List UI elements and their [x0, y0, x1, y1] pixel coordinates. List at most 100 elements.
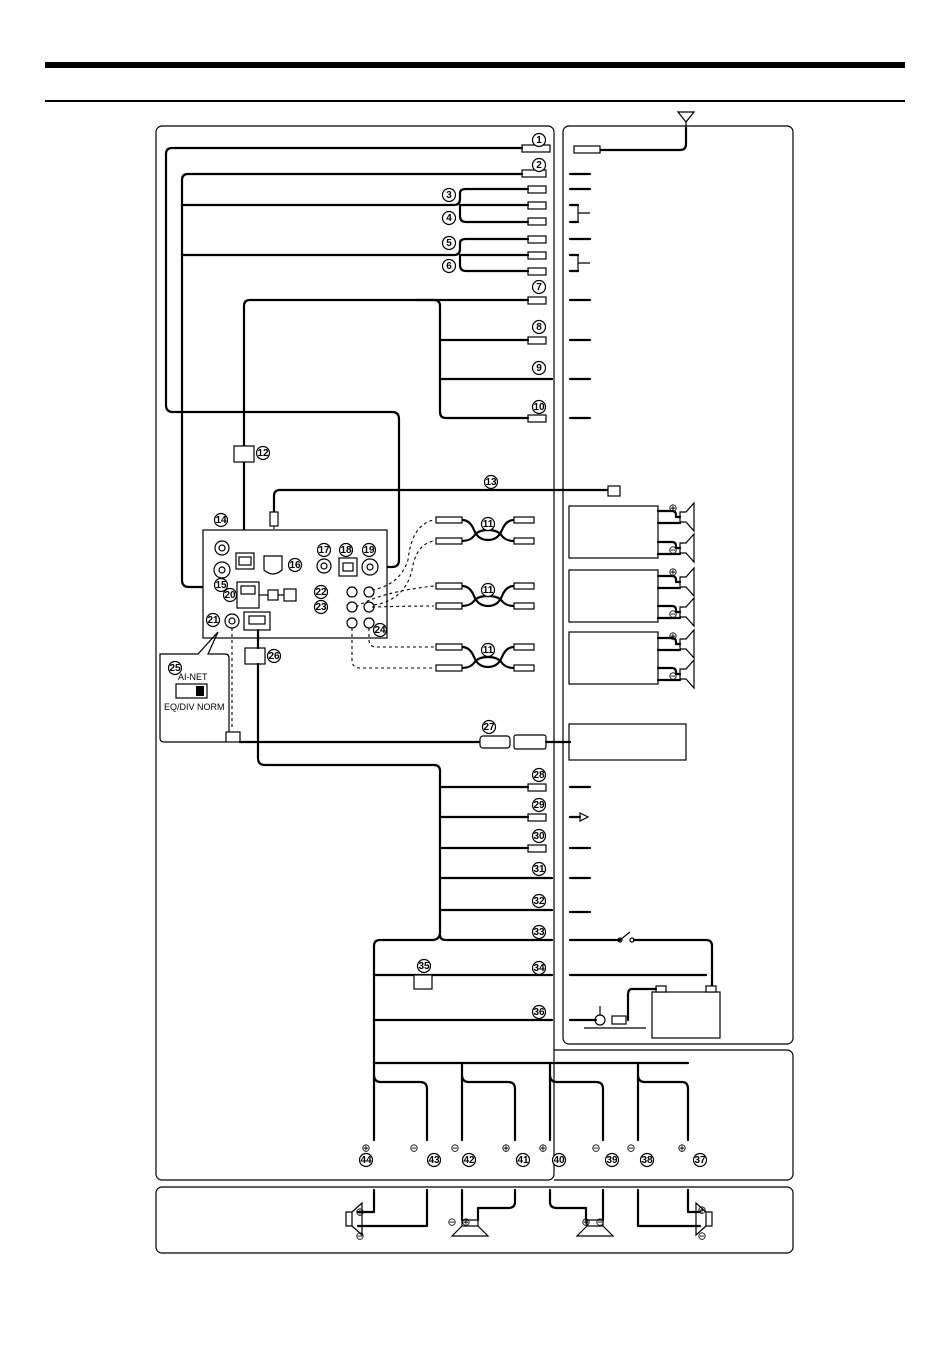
svg-text:14: 14 — [215, 515, 227, 526]
callout-5: 5 — [443, 237, 456, 250]
svg-text:1: 1 — [536, 135, 542, 146]
plus-mark: ⊕ — [501, 1142, 510, 1155]
callout-12: 12 — [257, 447, 270, 460]
svg-text:42: 42 — [463, 1155, 475, 1166]
callout-13: 13 — [485, 476, 498, 489]
svg-text:16: 16 — [289, 560, 301, 571]
svg-text:17: 17 — [318, 545, 330, 556]
callout-28: 28 — [533, 769, 546, 782]
switch-left-label: EQ/DIV — [164, 702, 195, 712]
minus-mark: ⊖ — [595, 1216, 604, 1229]
svg-text:25: 25 — [169, 663, 181, 674]
callout-35: 35 — [418, 960, 431, 973]
callout-23: 23 — [315, 601, 328, 614]
svg-text:9: 9 — [536, 363, 542, 374]
plus-mark: ⊕ — [677, 1142, 686, 1155]
callout-3: 3 — [443, 189, 456, 202]
svg-text:11: 11 — [483, 585, 494, 596]
svg-text:23: 23 — [315, 602, 327, 613]
svg-text:6: 6 — [446, 261, 452, 272]
callout-22: 22 — [315, 586, 328, 599]
svg-text:13: 13 — [485, 477, 497, 488]
callout-42: 42 — [463, 1154, 476, 1167]
callout-19: 19 — [363, 544, 376, 557]
right-speaker-group — [658, 503, 694, 688]
callout-8: 8 — [533, 321, 546, 334]
svg-text:31: 31 — [533, 864, 545, 875]
svg-text:21: 21 — [207, 615, 219, 626]
speaker-output-wires — [374, 1063, 688, 1140]
callout-31: 31 — [533, 863, 546, 876]
svg-text:34: 34 — [533, 963, 545, 974]
svg-text:5: 5 — [446, 238, 452, 249]
callout-6: 6 — [443, 260, 456, 273]
svg-text:18: 18 — [340, 545, 352, 556]
svg-text:11: 11 — [483, 645, 494, 656]
switch-knob — [196, 686, 204, 696]
callout-33: 33 — [533, 926, 546, 939]
callout-37: 37 — [694, 1154, 707, 1167]
callout-16: 16 — [289, 559, 302, 572]
callout-39: 39 — [606, 1154, 619, 1167]
battery-icon — [628, 986, 720, 1038]
callout-9: 9 — [533, 362, 546, 375]
svg-text:3: 3 — [446, 190, 452, 201]
callout-21: 21 — [207, 614, 220, 627]
callout-43: 43 — [428, 1154, 441, 1167]
svg-text:29: 29 — [533, 800, 545, 811]
callout-29: 29 — [533, 799, 546, 812]
minus-mark: ⊖ — [355, 1230, 364, 1243]
bottom-speaker-group — [346, 1203, 712, 1236]
minus-mark: ⊖ — [626, 1142, 635, 1155]
callout-11: 11 — [482, 644, 495, 657]
minus-mark: ⊖ — [697, 1230, 706, 1243]
svg-text:27: 27 — [483, 722, 495, 733]
svg-text:11: 11 — [483, 519, 494, 530]
callout-17: 17 — [318, 544, 331, 557]
minus-mark: ⊖ — [668, 608, 677, 621]
svg-text:38: 38 — [641, 1155, 653, 1166]
minus-mark: ⊖ — [668, 670, 677, 683]
head-unit-rear — [203, 530, 387, 638]
svg-text:43: 43 — [428, 1155, 440, 1166]
minus-mark: ⊖ — [668, 544, 677, 557]
plus-mark: ⊕ — [361, 1142, 370, 1155]
svg-text:24: 24 — [374, 625, 386, 636]
svg-text:37: 37 — [694, 1155, 706, 1166]
minus-mark: ⊖ — [591, 1142, 600, 1155]
callout-26: 26 — [268, 650, 281, 663]
plus-mark: ⊕ — [668, 630, 677, 643]
callout-4: 4 — [443, 212, 456, 225]
callout-36: 36 — [533, 1006, 546, 1019]
ignition-switch-icon — [570, 813, 712, 1000]
svg-text:39: 39 — [606, 1155, 618, 1166]
header-thin-rule — [45, 100, 905, 102]
minus-mark: ⊖ — [409, 1142, 418, 1155]
svg-text:4: 4 — [446, 213, 452, 224]
callout-11: 11 — [482, 518, 495, 531]
plus-mark: ⊕ — [581, 1216, 590, 1229]
svg-text:2: 2 — [536, 160, 542, 171]
callout-40: 40 — [553, 1154, 566, 1167]
svg-text:7: 7 — [536, 282, 542, 293]
svg-text:44: 44 — [360, 1155, 372, 1166]
svg-text:26: 26 — [268, 651, 280, 662]
callout-25: 25 — [169, 662, 182, 675]
svg-text:28: 28 — [533, 770, 545, 781]
plus-mark: ⊕ — [538, 1142, 547, 1155]
svg-text:40: 40 — [553, 1155, 565, 1166]
speaker-output-panel — [554, 1050, 793, 1180]
callout-1: 1 — [533, 134, 546, 147]
callout-30: 30 — [533, 830, 546, 843]
callout-41: 41 — [517, 1154, 530, 1167]
switch-right-label: NORM — [197, 702, 225, 712]
plus-mark: ⊕ — [697, 1204, 706, 1217]
callout-18: 18 — [340, 544, 353, 557]
plus-mark: ⊕ — [668, 502, 677, 515]
svg-text:8: 8 — [536, 322, 542, 333]
callout-11: 11 — [482, 584, 495, 597]
svg-text:36: 36 — [533, 1007, 545, 1018]
plus-mark: ⊕ — [355, 1206, 364, 1219]
callout-27: 27 — [483, 721, 496, 734]
